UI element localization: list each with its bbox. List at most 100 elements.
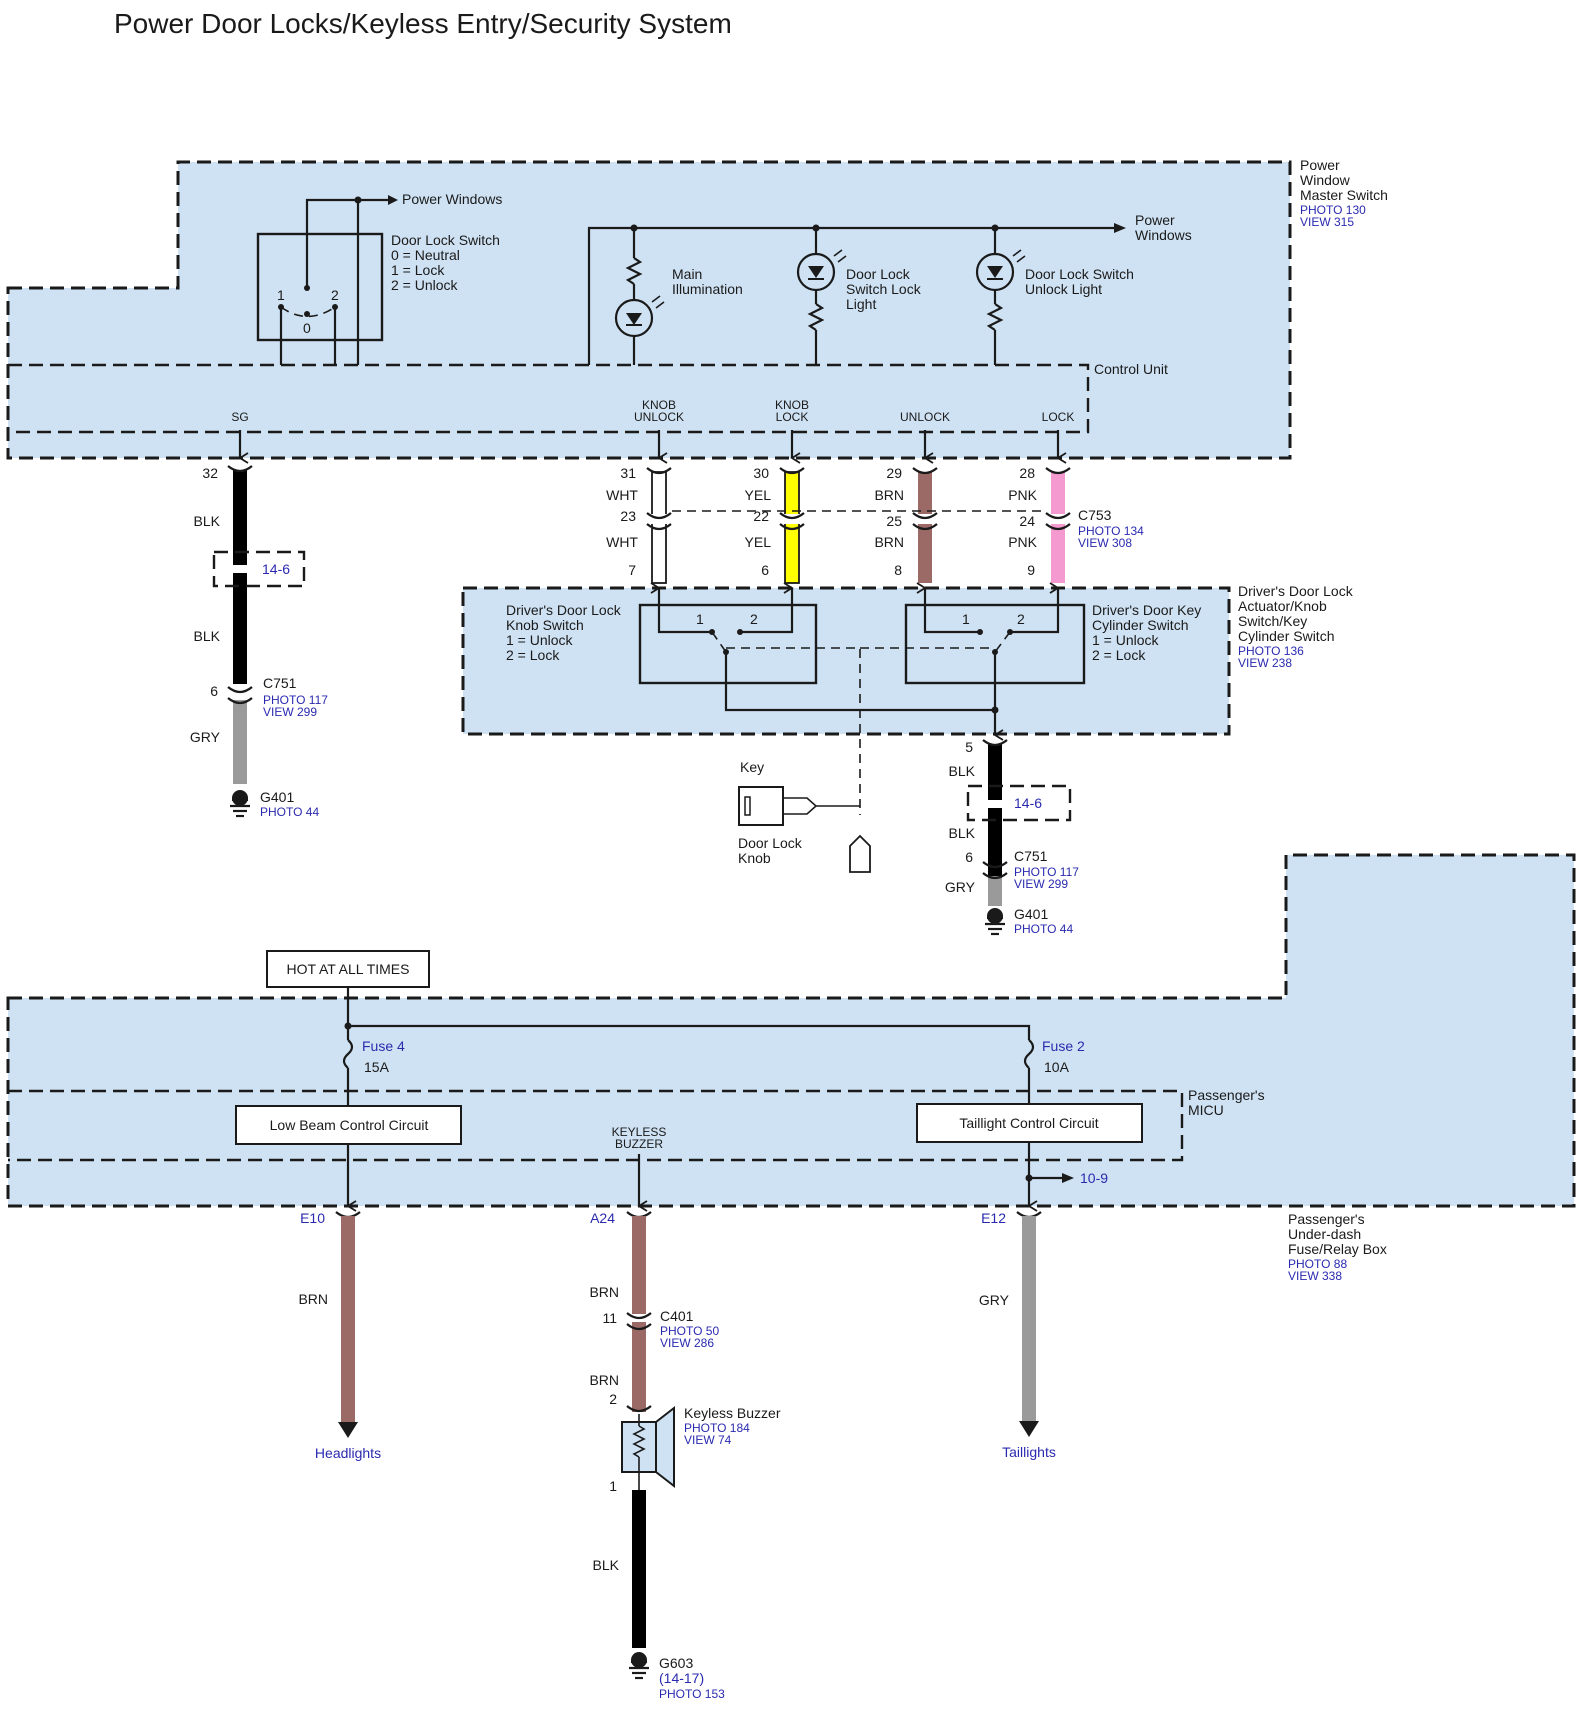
svg-text:Light: Light (846, 296, 876, 312)
svg-text:Keyless Buzzer: Keyless Buzzer (684, 1405, 781, 1421)
svg-text:BRN: BRN (298, 1291, 328, 1307)
passengers-micu-box (8, 1089, 1184, 1162)
svg-text:6: 6 (761, 562, 769, 578)
svg-text:PHOTO 88: PHOTO 88 (1288, 1257, 1347, 1271)
door-ref-box (966, 784, 1072, 822)
pwms-label: Power Window Master Switch PHOTO 130 VIE… (1300, 157, 1388, 229)
door-lock-switch-contact (280, 306, 336, 318)
svg-text:Driver's Door Key: Driver's Door Key (1092, 602, 1201, 618)
svg-text:Cylinder Switch: Cylinder Switch (1238, 628, 1334, 644)
fuse-box-label: Passenger's Under-dash Fuse/Relay Box PH… (1288, 1211, 1387, 1283)
drivers-door-ground-wire (982, 739, 1008, 906)
sg-ref-box (212, 550, 306, 588)
svg-text:Main: Main (672, 266, 702, 282)
svg-text:Illumination: Illumination (672, 281, 743, 297)
hot-at-all-times-label (266, 950, 430, 988)
svg-text:PHOTO 184: PHOTO 184 (684, 1421, 750, 1435)
illumination-bus (587, 226, 1122, 365)
svg-text:14-6: 14-6 (1014, 795, 1042, 811)
svg-text:PHOTO 44: PHOTO 44 (1014, 922, 1073, 936)
svg-text:Door Lock: Door Lock (846, 266, 911, 282)
svg-text:2 = Unlock: 2 = Unlock (391, 277, 459, 293)
control-unit-label: Control Unit (1094, 361, 1168, 377)
g603-ground-symbol (629, 1652, 649, 1680)
svg-text:Power Windows: Power Windows (402, 191, 502, 207)
svg-text:PHOTO 50: PHOTO 50 (660, 1324, 719, 1338)
svg-text:Switch/Key: Switch/Key (1238, 613, 1307, 629)
svg-text:GRY: GRY (979, 1292, 1010, 1308)
svg-text:VIEW 308: VIEW 308 (1078, 536, 1132, 550)
svg-text:10-9: 10-9 (1080, 1170, 1108, 1186)
svg-text:10A: 10A (1044, 1059, 1070, 1075)
taillights-wire (1016, 1211, 1042, 1437)
diagram-title: Power Door Locks/Keyless Entry/Security … (114, 8, 732, 39)
svg-text:2 = Lock: 2 = Lock (506, 647, 560, 663)
svg-text:G401: G401 (260, 789, 294, 805)
svg-text:VIEW 299: VIEW 299 (263, 705, 317, 719)
svg-text:14-6: 14-6 (262, 561, 290, 577)
svg-text:VIEW 315: VIEW 315 (1300, 215, 1354, 229)
svg-text:BLK: BLK (194, 628, 221, 644)
svg-text:BLK: BLK (194, 513, 221, 529)
svg-text:SG: SG (231, 410, 248, 424)
svg-text:1 = Lock: 1 = Lock (391, 262, 445, 278)
svg-text:22: 22 (753, 508, 769, 524)
svg-text:Fuse/Relay Box: Fuse/Relay Box (1288, 1241, 1387, 1257)
key-cylinder-switch-label: Driver's Door Key Cylinder Switch 1 = Un… (1092, 602, 1201, 663)
svg-text:1 = Unlock: 1 = Unlock (506, 632, 574, 648)
control-unit-box (8, 363, 1090, 434)
svg-text:0: 0 (303, 320, 311, 336)
keyless-buzzer-wire (626, 1211, 652, 1648)
c753-wire-pnk (1051, 472, 1065, 583)
svg-text:VIEW 338: VIEW 338 (1288, 1269, 1342, 1283)
svg-text:8: 8 (894, 562, 902, 578)
lock-light-resistor (807, 303, 825, 331)
svg-text:PNK: PNK (1008, 487, 1037, 503)
svg-text:Passenger's: Passenger's (1288, 1211, 1365, 1227)
svg-text:Fuse 4: Fuse 4 (362, 1038, 405, 1054)
c753-wire-brn (918, 472, 932, 583)
svg-text:PHOTO 153: PHOTO 153 (659, 1687, 725, 1701)
svg-text:Knob: Knob (738, 850, 771, 866)
svg-text:2: 2 (331, 287, 339, 303)
svg-text:VIEW 238: VIEW 238 (1238, 656, 1292, 670)
svg-text:BUZZER: BUZZER (615, 1137, 663, 1151)
svg-text:PHOTO 130: PHOTO 130 (1300, 203, 1366, 217)
svg-text:1: 1 (277, 287, 285, 303)
svg-text:Knob Switch: Knob Switch (506, 617, 584, 633)
svg-text:BLK: BLK (593, 1557, 620, 1573)
svg-text:11: 11 (602, 1310, 617, 1326)
svg-text:Driver's Door Lock: Driver's Door Lock (506, 602, 622, 618)
sg-ground-wire (227, 465, 253, 784)
svg-text:LOCK: LOCK (776, 410, 809, 424)
svg-text:BLK: BLK (949, 825, 976, 841)
svg-text:YEL: YEL (745, 487, 772, 503)
svg-text:KNOB: KNOB (775, 398, 809, 412)
svg-text:C401: C401 (660, 1308, 694, 1324)
svg-text:UNLOCK: UNLOCK (900, 410, 950, 424)
svg-text:2 = Lock: 2 = Lock (1092, 647, 1146, 663)
svg-text:23: 23 (620, 508, 636, 524)
battery-bus (346, 987, 1031, 1040)
svg-text:31: 31 (620, 465, 636, 481)
svg-text:7: 7 (628, 562, 636, 578)
svg-text:LOCK: LOCK (1042, 410, 1075, 424)
svg-text:PHOTO 134: PHOTO 134 (1078, 524, 1144, 538)
svg-text:15A: 15A (364, 1059, 390, 1075)
svg-text:HOT AT ALL TIMES: HOT AT ALL TIMES (287, 961, 410, 977)
svg-text:24: 24 (1019, 513, 1035, 529)
svg-text:Unlock Light: Unlock Light (1025, 281, 1102, 297)
svg-text:VIEW 299: VIEW 299 (1014, 877, 1068, 891)
svg-text:28: 28 (1019, 465, 1035, 481)
svg-text:1: 1 (609, 1478, 617, 1494)
svg-text:0 = Neutral: 0 = Neutral (391, 247, 460, 263)
svg-text:Master Switch: Master Switch (1300, 187, 1388, 203)
svg-text:(14-17): (14-17) (659, 1670, 704, 1686)
svg-text:Fuse 2: Fuse 2 (1042, 1038, 1085, 1054)
svg-text:2: 2 (609, 1391, 617, 1407)
headlights-wire (335, 1211, 361, 1438)
door-lock-switch (256, 232, 384, 342)
fuse-2-symbol (1023, 1039, 1035, 1069)
svg-text:YEL: YEL (745, 534, 772, 550)
svg-text:G401: G401 (1014, 906, 1048, 922)
